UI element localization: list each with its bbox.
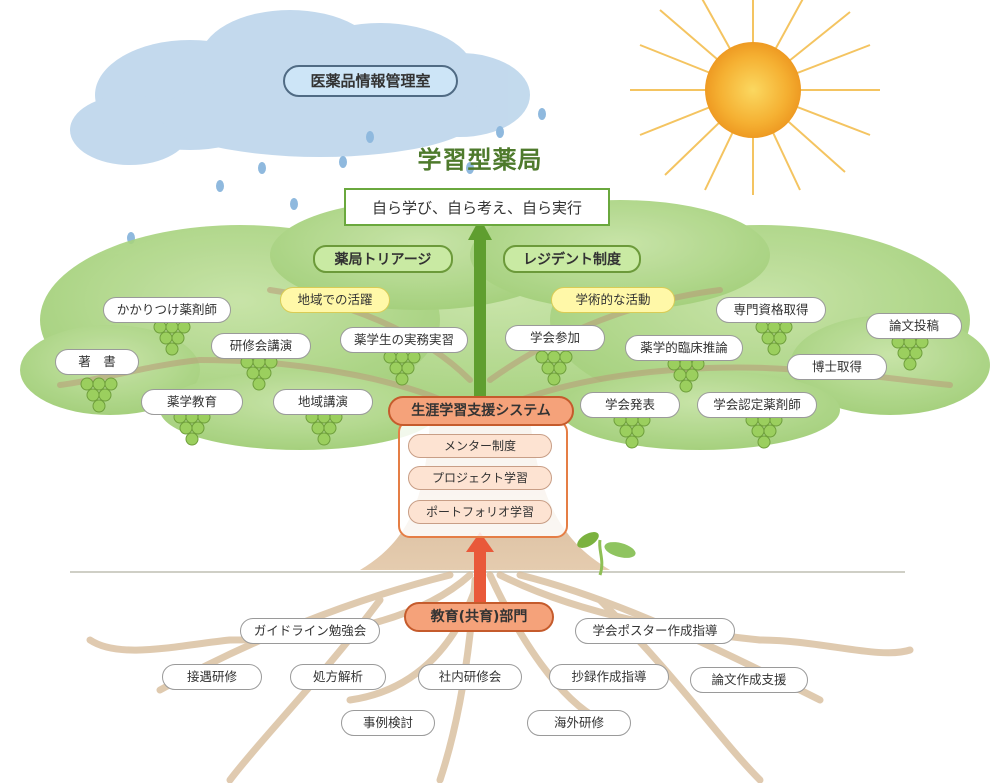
leaf-family-pharmacist: かかりつけ薬剤師 (103, 297, 231, 323)
branch-heading-triage: 薬局トリアージ (313, 245, 453, 273)
root-abstract-guidance: 抄録作成指導 (549, 664, 669, 690)
leaf-specialist-cert: 専門資格取得 (716, 297, 826, 323)
green-arrow (468, 218, 492, 396)
root-prescription-analysis: 処方解析 (290, 664, 386, 690)
leaf-authorship: 著 書 (55, 349, 139, 375)
leaf-regional-lecture: 地域講演 (273, 389, 373, 415)
branch-sub-academic: 学術的な活動 (551, 287, 675, 313)
motto-box: 自ら学び、自ら考え、自ら実行 (344, 188, 610, 226)
root-guideline-study: ガイドライン勉強会 (240, 618, 380, 644)
leaf-student-practicum: 薬学生の実務実習 (340, 327, 468, 353)
root-in-house-training: 社内研修会 (418, 664, 522, 690)
root-hospitality-training: 接遇研修 (162, 664, 262, 690)
grape-clusters (80, 320, 929, 449)
sun (630, 0, 880, 195)
leaf-conference-attend: 学会参加 (505, 325, 605, 351)
leaf-pharmacy-education: 薬学教育 (141, 389, 243, 415)
leaf-paper-submission: 論文投稿 (866, 313, 962, 339)
red-arrow (466, 532, 494, 604)
sprout (577, 532, 636, 576)
leaf-conference-presentation: 学会発表 (580, 392, 680, 418)
support-system-heading: 生涯学習支援システム (388, 396, 574, 426)
root-paper-writing-support: 論文作成支援 (690, 667, 808, 693)
leaf-clinical-reasoning: 薬学的臨床推論 (625, 335, 743, 361)
branch-heading-residency: レジデント制度 (503, 245, 641, 273)
cloud-label-di-room: 医薬品情報管理室 (283, 65, 458, 97)
support-item-mentor: メンター制度 (408, 434, 552, 458)
support-item-portfolio-learning: ポートフォリオ学習 (408, 500, 552, 524)
leaf-certified-pharmacist: 学会認定薬剤師 (697, 392, 817, 418)
leaf-training-lecture: 研修会講演 (211, 333, 311, 359)
diagram-title: 学習型薬局 (417, 146, 543, 174)
root-heading-education: 教育(共育)部門 (404, 602, 554, 632)
branch-sub-community: 地域での活躍 (280, 287, 390, 313)
root-poster-guidance: 学会ポスター作成指導 (575, 618, 735, 644)
root-case-study: 事例検討 (341, 710, 435, 736)
leaf-doctorate: 博士取得 (787, 354, 887, 380)
root-overseas-training: 海外研修 (527, 710, 631, 736)
support-item-project-learning: プロジェクト学習 (408, 466, 552, 490)
